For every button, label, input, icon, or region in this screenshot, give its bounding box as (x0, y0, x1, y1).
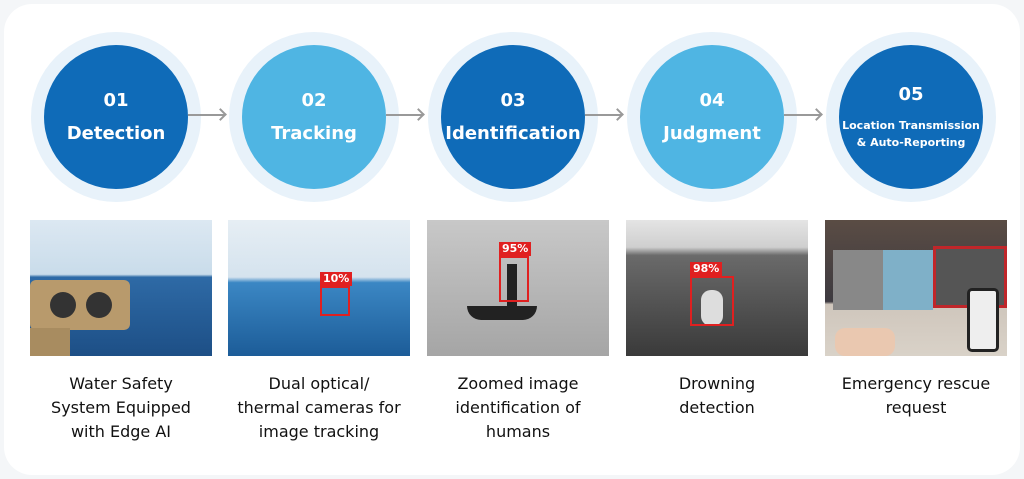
camera-lens (50, 292, 76, 318)
caption-line: image tracking (258, 422, 380, 441)
person (507, 264, 517, 308)
caption-line: identification of (455, 398, 581, 417)
drowning-detection-image: 98% (626, 220, 808, 356)
caption-line: with Edge AI (70, 422, 172, 441)
monitor (833, 250, 933, 310)
step-title: Judgment (663, 123, 761, 144)
camera-mount (30, 328, 70, 356)
step-caption: Emergency rescue request (811, 372, 1021, 420)
camera-on-sea-image (30, 220, 212, 356)
step-number: 03 (500, 90, 526, 111)
camera-body (30, 280, 130, 330)
arrow-right-icon (188, 114, 224, 116)
caption-line: Water Safety (69, 374, 173, 393)
arrow-right-icon (784, 114, 820, 116)
step-circle: 05 Location Transmission & Auto-Reportin… (839, 45, 983, 189)
caption-line: System Equipped (51, 398, 191, 417)
step-title: Detection (66, 123, 166, 144)
rescue-monitor-image (825, 220, 1007, 356)
caption-line: Zoomed image (457, 374, 579, 393)
step-title: Tracking (271, 123, 357, 144)
step-judgment: 04 Judgment 98% Drowning detection (612, 0, 812, 479)
caption-line: Drowning (678, 374, 756, 393)
detection-box (690, 276, 734, 326)
step-circle: 02 Tracking (242, 45, 386, 189)
step-title: Location Transmission & Auto-Reporting (842, 117, 980, 151)
step-number: 05 (898, 83, 924, 105)
step-number: 01 (103, 90, 129, 111)
step-number: 02 (301, 90, 327, 111)
step-tracking: 02 Tracking 10% Dual optical/ thermal ca… (214, 0, 414, 479)
phone (967, 288, 999, 352)
detection-box (320, 286, 350, 316)
caption-line: Dual optical/ (268, 374, 370, 393)
step-title: Identification (445, 123, 581, 144)
camera-lens (86, 292, 112, 318)
title-line: & Auto-Reporting (856, 135, 966, 149)
step-number: 04 (699, 90, 725, 111)
confidence-label: 95% (499, 242, 532, 256)
step-location-reporting: 05 Location Transmission & Auto-Reportin… (811, 0, 1011, 479)
caption-line: humans (485, 422, 551, 441)
step-identification: 03 Identification 95% Zoomed image ident… (413, 0, 613, 479)
hands (835, 328, 895, 356)
step-caption: Drowning detection (612, 372, 822, 420)
arrow-right-icon (386, 114, 422, 116)
arrow-right-icon (585, 114, 621, 116)
caption-line: detection (679, 398, 755, 417)
caption-line: request (885, 398, 947, 417)
step-circle: 03 Identification (441, 45, 585, 189)
detection-box (499, 256, 529, 302)
caption-line: Emergency rescue (841, 374, 991, 393)
step-circle: 01 Detection (44, 45, 188, 189)
person (701, 290, 723, 326)
step-caption: Zoomed image identification of humans (413, 372, 623, 444)
step-caption: Dual optical/ thermal cameras for image … (214, 372, 424, 444)
title-line: Location Transmission (842, 118, 980, 132)
confidence-label: 98% (690, 262, 723, 276)
step-detection: 01 Detection Water Safety System Equippe… (16, 0, 216, 479)
step-circle: 04 Judgment (640, 45, 784, 189)
boat (467, 306, 537, 320)
step-caption: Water Safety System Equipped with Edge A… (16, 372, 226, 444)
caption-line: thermal cameras for (237, 398, 401, 417)
confidence-label: 10% (320, 272, 353, 286)
swimmer-tracking-image: 10% (228, 220, 410, 356)
boat-identification-image: 95% (427, 220, 609, 356)
